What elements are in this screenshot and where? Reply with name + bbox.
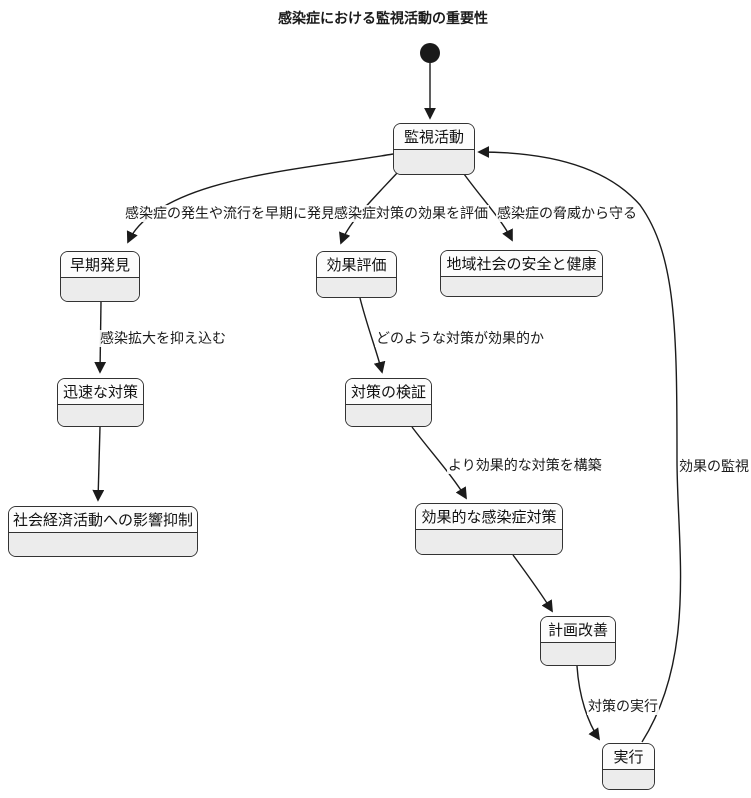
edge-rapid-response-to-socioeconomic-impact: [92, 426, 105, 502]
edge-label-build-effective: より効果的な対策を構築: [447, 457, 603, 474]
node-community-safety-label: 地域社会の安全と健康: [441, 251, 602, 277]
node-plan-improvement-body: [541, 643, 615, 665]
node-early-detection: 早期発見: [60, 251, 140, 302]
node-surveillance: 監視活動: [393, 123, 475, 175]
diagram-title: 感染症における監視活動の重要性: [278, 10, 488, 26]
node-effective-measures: 効果的な感染症対策: [415, 503, 563, 555]
node-early-detection-label: 早期発見: [61, 252, 139, 278]
edge-label-protect-threat: 感染症の脅威から守る: [496, 205, 638, 222]
node-measure-verification: 対策の検証: [345, 378, 432, 427]
node-effect-evaluation-body: [317, 278, 396, 297]
node-socioeconomic-impact: 社会経済活動への影響抑制: [8, 506, 198, 557]
node-plan-improvement: 計画改善: [540, 616, 616, 666]
initial-state-dot: [420, 43, 440, 63]
node-community-safety-body: [441, 277, 602, 296]
node-surveillance-body: [394, 150, 474, 174]
node-effective-measures-body: [416, 530, 562, 554]
node-effect-evaluation: 効果評価: [316, 251, 397, 298]
node-plan-improvement-label: 計画改善: [541, 617, 615, 643]
node-effective-measures-label: 効果的な感染症対策: [416, 504, 562, 530]
edge-label-execute-measures: 対策の実行: [587, 698, 659, 715]
edge-label-contain-spread: 感染拡大を抑え込む: [99, 330, 227, 347]
edge-effective-measures-to-plan-improvement: [512, 554, 553, 613]
node-surveillance-label: 監視活動: [394, 124, 474, 150]
edge-label-evaluate-effect: 感染症対策の効果を評価: [333, 205, 489, 222]
edge-plan-improvement-to-execution: [576, 665, 601, 741]
node-early-detection-body: [61, 278, 139, 301]
edge-surveillance-to-early-detection: [126, 153, 394, 244]
node-rapid-response-label: 迅速な対策: [58, 379, 143, 405]
edge-measure-verification-to-effective-measures: [411, 426, 467, 500]
node-socioeconomic-impact-body: [9, 533, 197, 556]
edge-label-detect-early: 感染症の発生や流行を早期に発見: [124, 205, 336, 222]
node-effect-evaluation-label: 効果評価: [317, 252, 396, 278]
edge-execution-to-surveillance: [477, 146, 682, 743]
node-execution-body: [603, 770, 654, 789]
edge-label-which-effective: どのような対策が効果的か: [375, 330, 545, 347]
node-community-safety: 地域社会の安全と健康: [440, 250, 603, 297]
node-execution: 実行: [602, 743, 655, 790]
node-socioeconomic-impact-label: 社会経済活動への影響抑制: [9, 507, 197, 533]
edge-label-monitor-effect: 効果の監視: [678, 458, 750, 475]
edge-surveillance-to-community-safety: [463, 173, 513, 242]
node-rapid-response: 迅速な対策: [57, 378, 144, 427]
node-measure-verification-label: 対策の検証: [346, 379, 431, 405]
edge-effect-evaluation-to-measure-verification: [359, 297, 386, 374]
node-execution-label: 実行: [603, 744, 654, 770]
node-measure-verification-body: [346, 405, 431, 426]
node-rapid-response-body: [58, 405, 143, 426]
